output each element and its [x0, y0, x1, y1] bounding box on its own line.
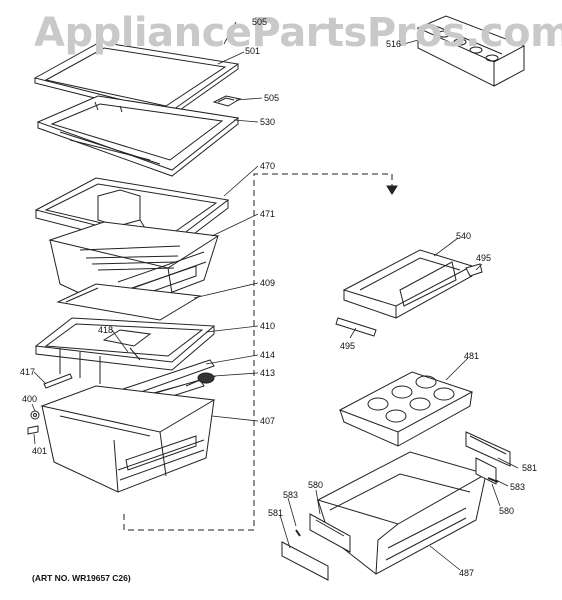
shelf-frame — [36, 95, 240, 177]
part-label-505-top: 505 — [252, 17, 268, 27]
clip-495-b — [335, 317, 377, 337]
part-label-471: 471 — [260, 209, 276, 219]
part-label-410: 410 — [260, 321, 276, 331]
glass-sheet-409 — [56, 283, 202, 321]
part-label-581-right: 581 — [522, 463, 538, 473]
rod-417 — [43, 373, 73, 389]
dashed-guide — [123, 173, 393, 531]
part-label-516: 516 — [386, 39, 402, 49]
part-label-530: 530 — [260, 117, 276, 127]
part-label-481: 481 — [464, 351, 480, 361]
part-label-418: 418 — [98, 325, 114, 335]
part-label-495-right: 495 — [476, 253, 492, 263]
part-label-580-left: 580 — [308, 480, 324, 490]
knob-400 — [30, 410, 40, 420]
part-label-407: 407 — [260, 416, 276, 426]
pin-401 — [27, 425, 39, 435]
screw-583-right — [487, 477, 499, 483]
part-label-501: 501 — [245, 46, 261, 56]
part-label-413: 413 — [260, 368, 276, 378]
part-label-401: 401 — [32, 446, 48, 456]
bracket-580-right — [475, 457, 497, 485]
screw-583-left — [295, 529, 301, 537]
part-label-505: 505 — [264, 93, 280, 103]
part-label-583-right: 583 — [510, 482, 526, 492]
clip-495-a — [465, 263, 483, 277]
part-label-583-left: 583 — [283, 490, 299, 500]
watermark-text: AppliancePartsPros.com — [34, 10, 562, 56]
part-label-414: 414 — [260, 350, 276, 360]
part-label-417: 417 — [20, 367, 36, 377]
part-label-409: 409 — [260, 278, 276, 288]
bin-516 — [416, 15, 526, 87]
art-number: (ART NO. WR19657 C26) — [32, 573, 131, 583]
clip-505 — [212, 95, 242, 107]
bracket-580-left — [309, 513, 351, 553]
egg-tray-481 — [338, 371, 474, 447]
part-label-400: 400 — [22, 394, 38, 404]
rail-581-right — [465, 431, 511, 467]
roller-413 — [185, 372, 215, 387]
part-label-470: 470 — [260, 161, 276, 171]
dashed-guide-arrow — [386, 185, 398, 195]
leader-lines — [31, 21, 519, 571]
bin-487 — [316, 451, 488, 575]
rail-581-left — [281, 541, 329, 581]
part-label-495-left: 495 — [340, 341, 356, 351]
part-label-580-right: 580 — [499, 506, 515, 516]
part-label-487: 487 — [459, 568, 475, 578]
drawer-407 — [40, 385, 216, 493]
part-label-581-left: 581 — [268, 508, 284, 518]
part-label-540: 540 — [456, 231, 472, 241]
tray-540 — [342, 249, 474, 319]
